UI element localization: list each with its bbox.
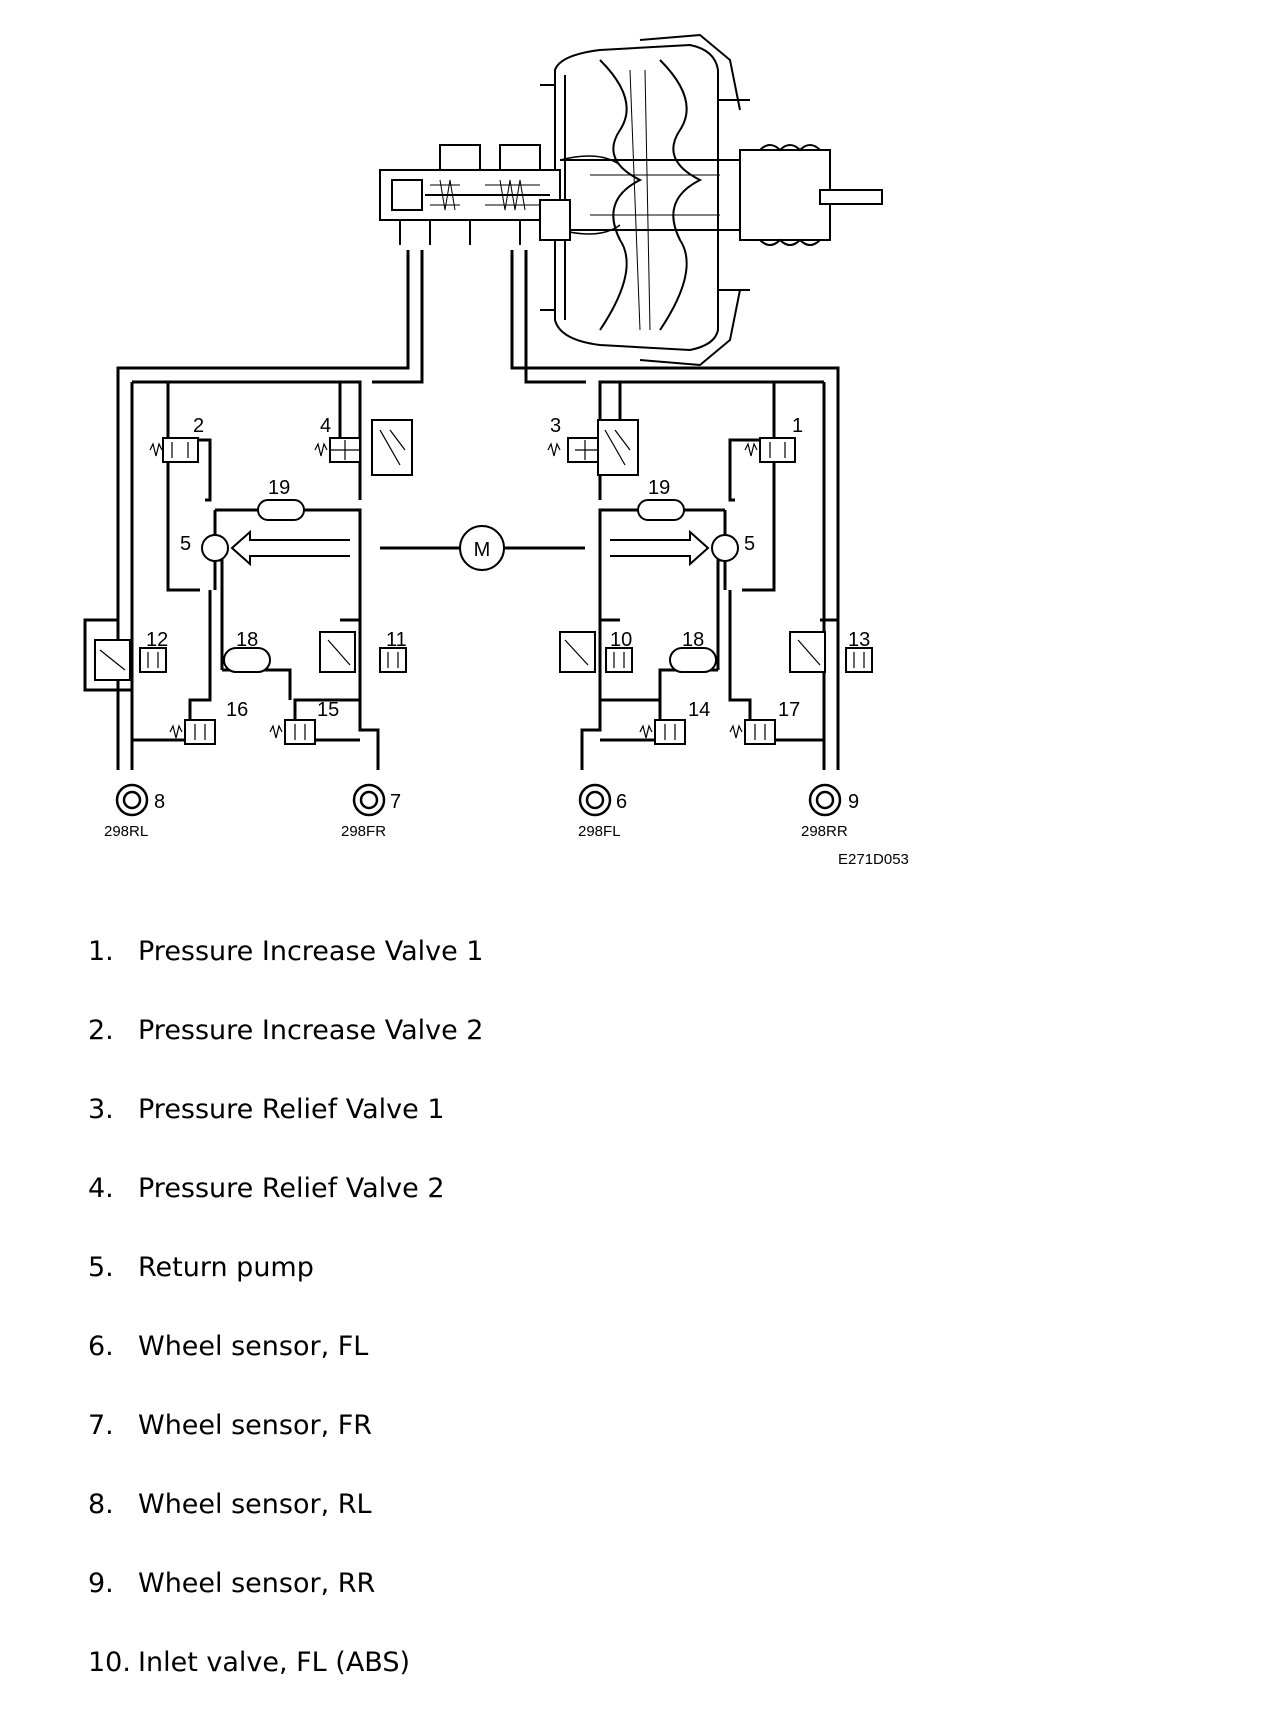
legend-text: Return pump <box>138 1252 314 1283</box>
legend-number: 2. <box>88 1015 114 1046</box>
abs-hydraulic-diagram: M 2 4 3 1 19 19 5 5 12 18 11 10 18 13 16… <box>83 33 909 868</box>
wheel-labels: 298RL 298FR 298FL 298RR <box>104 823 848 840</box>
valve-12 <box>139 647 167 673</box>
wheel-label-fl: 298FL <box>578 823 621 840</box>
wheel-label-rl: 298RL <box>104 823 148 840</box>
pump-arrows <box>230 529 710 567</box>
callout-18-left: 18 <box>236 629 258 651</box>
legend-item: 4. Pressure Relief Valve 2 <box>88 1171 484 1250</box>
callout-5-left: 5 <box>180 533 191 555</box>
callout-2: 2 <box>193 415 204 437</box>
hydraulic-lines <box>83 250 840 770</box>
legend-item: 3. Pressure Relief Valve 1 <box>88 1092 484 1171</box>
wheel-label-fr: 298FR <box>341 823 386 840</box>
callout-12: 12 <box>146 629 168 651</box>
legend-item: 8. Wheel sensor, RL <box>88 1487 484 1566</box>
valve-13 <box>845 647 873 673</box>
legend-number: 7. <box>88 1410 114 1441</box>
callout-6: 6 <box>616 791 627 813</box>
callout-13: 13 <box>848 629 870 651</box>
legend-number: 6. <box>88 1331 114 1362</box>
callout-5-right: 5 <box>744 533 755 555</box>
return-pump-right <box>711 534 739 562</box>
valve-17 <box>744 719 776 745</box>
motor-label: M <box>474 539 491 561</box>
legend-text: Wheel sensor, RR <box>138 1568 376 1599</box>
check-valve-right-inner <box>559 631 596 673</box>
wheel-sensor-rl <box>115 783 149 817</box>
valve-15 <box>284 719 316 745</box>
callout-1: 1 <box>792 415 803 437</box>
callout-7: 7 <box>390 791 401 813</box>
legend-number: 10. <box>88 1647 131 1678</box>
motor <box>459 525 505 571</box>
legend-text: Pressure Relief Valve 1 <box>138 1094 445 1125</box>
wheel-sensors <box>115 783 842 817</box>
valve-2 <box>162 437 199 463</box>
legend-item: 5. Return pump <box>88 1250 484 1329</box>
callout-14: 14 <box>688 699 710 721</box>
callout-19-left: 19 <box>268 477 290 499</box>
callout-15: 15 <box>317 699 339 721</box>
accumulator-18-left <box>223 647 271 673</box>
legend-number: 8. <box>88 1489 114 1520</box>
brake-booster <box>540 33 883 367</box>
legend-item: 2. Pressure Increase Valve 2 <box>88 1013 484 1092</box>
callout-9: 9 <box>848 791 859 813</box>
damper-19-left <box>257 499 305 521</box>
callout-4: 4 <box>320 415 331 437</box>
legend-text: Pressure Increase Valve 1 <box>138 936 484 967</box>
callout-17: 17 <box>778 699 800 721</box>
callout-11: 11 <box>386 629 407 651</box>
legend-number: 9. <box>88 1568 114 1599</box>
callout-16: 16 <box>226 699 248 721</box>
legend-item: 10.Inlet valve, FL (ABS) <box>88 1645 484 1724</box>
wheel-sensor-fr <box>352 783 386 817</box>
check-valve-right-top <box>597 419 639 476</box>
valve-11 <box>379 647 407 673</box>
legend-text: Pressure Relief Valve 2 <box>138 1173 445 1204</box>
valve-10 <box>605 647 633 673</box>
wheel-label-rr: 298RR <box>801 823 848 840</box>
valve-symbols <box>94 419 873 745</box>
legend-text: Inlet valve, FL (ABS) <box>138 1647 411 1678</box>
drawing-code: E271D053 <box>838 851 909 868</box>
legend-text: Pressure Increase Valve 2 <box>138 1015 484 1046</box>
pumps-and-dampers <box>201 499 739 673</box>
component-legend: 1. Pressure Increase Valve 1 2. Pressure I… <box>88 934 484 1724</box>
legend-item: 9. Wheel sensor, RR <box>88 1566 484 1645</box>
callout-numbers: 2 4 3 1 19 19 5 5 12 18 11 10 18 13 16 1… <box>146 415 870 813</box>
legend-number: 5. <box>88 1252 114 1283</box>
valve-16 <box>184 719 216 745</box>
wheel-sensor-fl <box>578 783 612 817</box>
accumulator-18-right <box>669 647 717 673</box>
legend-number: 3. <box>88 1094 114 1125</box>
legend-item: 1. Pressure Increase Valve 1 <box>88 934 484 1013</box>
check-valve-left-top <box>371 419 413 476</box>
damper-19-right <box>637 499 685 521</box>
callout-18-right: 18 <box>682 629 704 651</box>
legend-number: 4. <box>88 1173 114 1204</box>
check-valve-left-inner <box>319 631 356 673</box>
legend-item: 6. Wheel sensor, FL <box>88 1329 484 1408</box>
legend-text: Wheel sensor, RL <box>138 1489 372 1520</box>
legend-text: Wheel sensor, FR <box>138 1410 373 1441</box>
callout-10: 10 <box>610 629 632 651</box>
valve-1 <box>759 437 796 463</box>
legend-item: 7. Wheel sensor, FR <box>88 1408 484 1487</box>
legend-number: 1. <box>88 936 114 967</box>
legend-text: Wheel sensor, FL <box>138 1331 369 1362</box>
valve-internals <box>99 429 865 740</box>
wheel-sensor-rr <box>808 783 842 817</box>
callout-19-right: 19 <box>648 477 670 499</box>
valve-14 <box>654 719 686 745</box>
callout-3: 3 <box>550 415 561 437</box>
return-pump-left <box>201 534 229 562</box>
callout-8: 8 <box>154 791 165 813</box>
master-cylinder <box>379 144 571 245</box>
check-valve-right-outer <box>789 631 826 673</box>
